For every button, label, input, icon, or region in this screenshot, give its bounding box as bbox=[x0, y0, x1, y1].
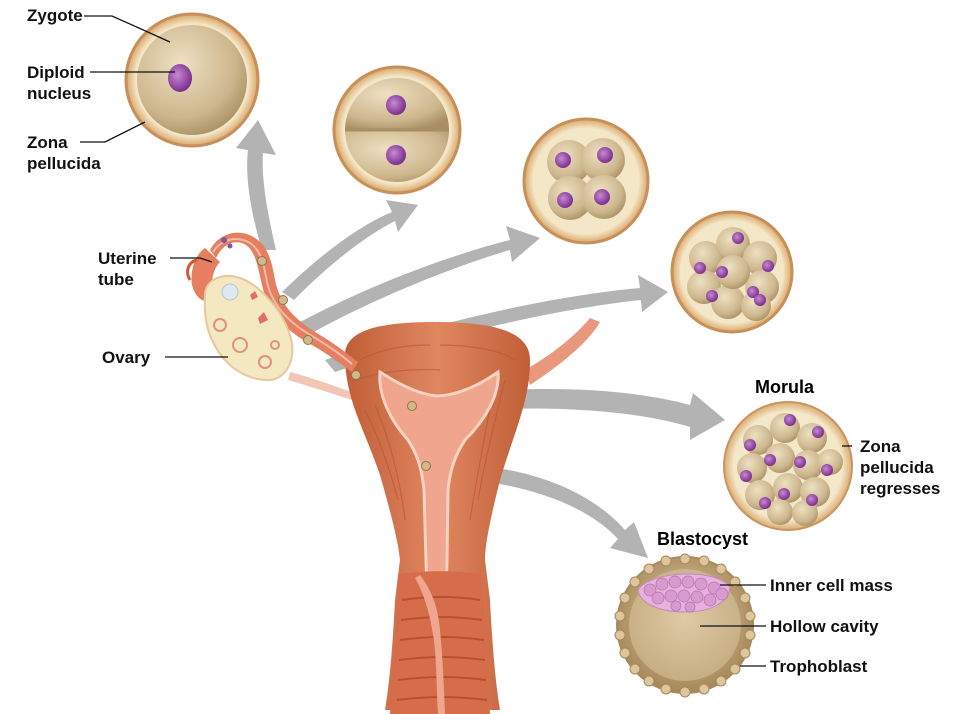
label-diploid-nucleus: Diploid nucleus bbox=[27, 62, 91, 104]
label-zona-pellucida-regresses: Zona pellucida regresses bbox=[860, 436, 940, 499]
ovary-illustration bbox=[205, 276, 293, 380]
uterus-illustration bbox=[288, 318, 600, 714]
eight-cell-stage bbox=[672, 212, 792, 332]
label-zygote: Zygote bbox=[27, 5, 83, 26]
arrow-to-zygote bbox=[236, 120, 276, 250]
label-ovary: Ovary bbox=[102, 347, 150, 368]
four-cell-stage bbox=[524, 119, 648, 243]
two-cell-stage bbox=[334, 67, 460, 193]
label-hollow-cavity: Hollow cavity bbox=[770, 616, 879, 637]
label-morula: Morula bbox=[755, 377, 814, 398]
morula-cell bbox=[724, 402, 852, 530]
label-zona-pellucida: Zona pellucida bbox=[27, 132, 101, 174]
zygote-cell bbox=[126, 14, 258, 146]
label-blastocyst: Blastocyst bbox=[657, 529, 748, 550]
label-trophoblast: Trophoblast bbox=[770, 656, 867, 677]
label-uterine-tube: Uterine tube bbox=[98, 248, 157, 290]
label-inner-cell-mass: Inner cell mass bbox=[770, 575, 893, 596]
